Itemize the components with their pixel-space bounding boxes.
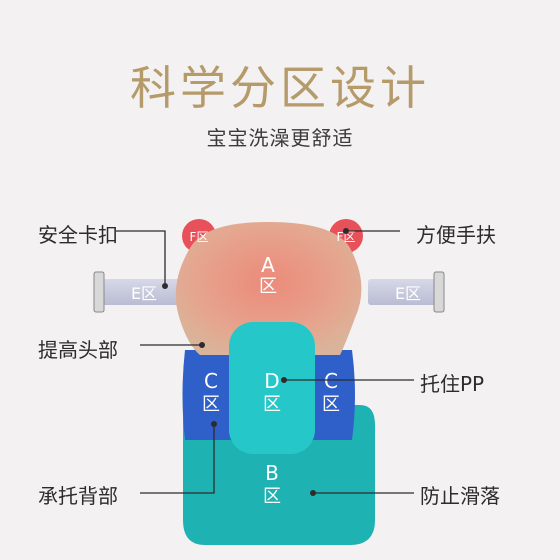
zone-b-char: 区 xyxy=(263,486,281,507)
leader-lines xyxy=(116,230,414,494)
page-subtitle: 宝宝洗澡更舒适 xyxy=(206,126,354,150)
callout-handle: 方便手扶 xyxy=(416,223,496,247)
callout-support-bottom: 托住PP xyxy=(420,372,485,396)
zone-d xyxy=(229,322,315,454)
zone-e-right-label: E区 xyxy=(395,284,421,303)
zone-e-left-label: E区 xyxy=(131,284,157,303)
zone-f-right-label: F区 xyxy=(337,230,356,244)
callout-safety-buckle: 安全卡扣 xyxy=(38,223,118,247)
zone-c-right-letter: C xyxy=(324,369,338,393)
zone-c-left-letter: C xyxy=(204,369,218,393)
zone-a-letter: A xyxy=(261,253,275,277)
zone-c-right-char: 区 xyxy=(322,394,340,415)
zone-a xyxy=(175,222,362,355)
zone-a-char: 区 xyxy=(259,276,277,297)
callout-raise-head: 提高头部 xyxy=(38,338,118,362)
right-strap xyxy=(368,271,445,313)
zone-d-letter: D xyxy=(264,369,279,393)
zone-b-letter: B xyxy=(265,461,279,485)
zone-c-right xyxy=(305,350,355,440)
page-title: 科学分区设计 xyxy=(130,61,430,115)
callout-anti-slip: 防止滑落 xyxy=(420,484,500,508)
zone-f-left-label: F区 xyxy=(190,230,209,244)
callout-support-back: 承托背部 xyxy=(38,484,118,508)
zone-c-left-char: 区 xyxy=(202,394,220,415)
zone-d-char: 区 xyxy=(263,394,281,415)
leader-dots xyxy=(162,228,349,496)
